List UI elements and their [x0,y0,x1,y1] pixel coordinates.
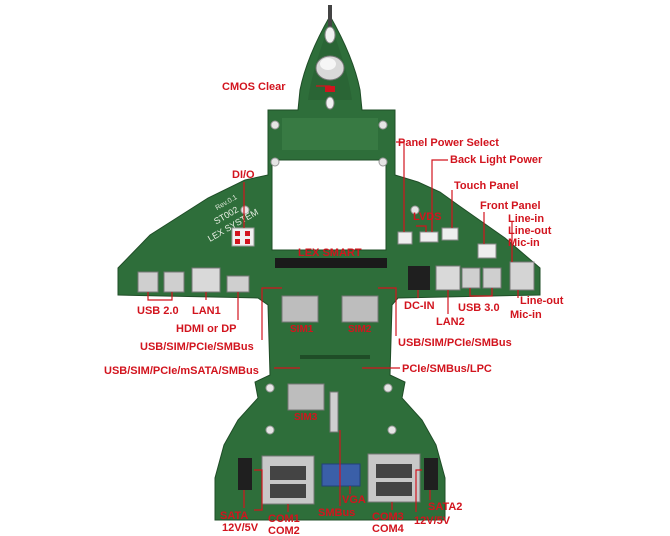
lex-smart-label: LEX SMART [298,247,362,259]
hdmi-port [226,275,250,293]
label-back-light-power: Back Light Power [450,154,543,166]
lead-usb-sim-right [378,287,397,336]
sim2-label: SIM2 [348,324,372,335]
label-sata2: SATA2 [428,501,462,513]
leader-lines [147,85,519,512]
audio-jack [509,261,535,291]
lead-cmos [316,85,331,92]
lead-usb30 [469,288,493,297]
lvds-header [419,231,439,243]
label-usb-sim-left: USB/SIM/PCIe/SMBus [140,341,254,353]
lead-power1 [254,469,263,511]
label-usb20: USB 2.0 [137,305,179,317]
label-mic-in-top: Mic-in [508,237,540,249]
mount-hole [265,425,275,435]
mount-hole [410,205,420,215]
mount-hole [270,157,280,167]
lex-smart-slot [275,258,387,268]
label-line-in: Line-in [508,213,544,225]
mount-hole [383,383,393,393]
front-panel-header [477,243,497,259]
usb30-port [461,267,481,289]
lead-back-light [431,159,448,232]
dio-pin [235,239,240,244]
standoff [324,26,336,44]
label-lvds: LVDS [413,211,442,223]
lead-power2 [415,469,422,512]
label-touch-panel: Touch Panel [454,180,519,192]
dcin-jack [408,266,430,290]
label-hdmi-dp: HDMI or DP [176,323,237,335]
label-lan1: LAN1 [192,305,221,317]
label-usb-sim-right: USB/SIM/PCIe/SMBus [398,337,512,349]
lead-lvds [416,225,427,232]
callout-labels: CMOS Clear DI/O Panel Power Select Back … [104,81,564,536]
cmos-battery-top [320,58,336,70]
label-line-out-right: Line-out [520,295,564,307]
lan2-port [435,265,461,291]
label-sata1: SATA [220,510,248,522]
pcb-board: LEX SYSTEM ST002 Rev.0.1 LEX SMART S [117,5,541,521]
label-cmos-clear: CMOS Clear [222,81,286,93]
mount-hole [387,425,397,435]
sata2-connector [424,458,438,490]
dio-pin [235,231,240,236]
sim3-label: SIM3 [294,412,318,423]
label-com2: COM2 [268,525,300,536]
lead-panel-power [396,141,405,232]
sim-socket [341,295,379,323]
mount-hole [378,157,388,167]
cpu-window [271,159,387,251]
label-smbus: SMBus [318,507,355,519]
label-panel-power-select: Panel Power Select [398,137,499,149]
touch-panel-header [441,227,459,241]
sim-socket [281,295,319,323]
label-power2: 12V/5V [414,515,451,527]
lead-usb-sim-left [261,287,282,340]
standoff [325,96,335,110]
dio-pin [245,239,250,244]
com12-inner [270,466,306,480]
label-pcie-lpc: PCIe/SMBus/LPC [402,363,492,375]
mount-hole [240,205,250,215]
label-usb-sim-msata: USB/SIM/PCIe/mSATA/SMBus [104,365,259,377]
vga-connector [321,463,361,487]
label-com3: COM3 [372,511,404,523]
sim1-label: SIM1 [290,324,314,335]
mount-hole [270,120,280,130]
label-line-out-top: Line-out [508,225,552,237]
top-pin [328,5,332,27]
com34-inner [376,482,412,496]
sata1-connector [238,458,252,490]
sim-socket [287,383,325,411]
lead-usb20 [147,292,173,301]
mount-hole [265,383,275,393]
label-com4: COM4 [372,523,405,535]
dio-pin [245,231,250,236]
label-mic-in-right: Mic-in [510,309,542,321]
label-power1: 12V/5V [222,522,259,534]
label-usb30: USB 3.0 [458,302,500,314]
mount-hole [378,120,388,130]
label-com1: COM1 [268,513,300,525]
label-front-panel: Front Panel [480,200,541,212]
com34-inner [376,464,412,478]
label-dio: DI/O [232,169,255,181]
minipcie-slot [300,355,370,359]
panel-power-jumper [397,231,413,245]
usb20-port [137,271,159,293]
label-lan2: LAN2 [436,316,465,328]
lan1-port [191,267,221,293]
com12-inner [270,484,306,498]
label-vga: VGA [342,494,366,506]
usb20-port [163,271,185,293]
usb30-port [482,267,502,289]
minipcie-slot [329,391,339,433]
label-dc-in: DC-IN [404,300,435,312]
heat-area [282,118,378,150]
